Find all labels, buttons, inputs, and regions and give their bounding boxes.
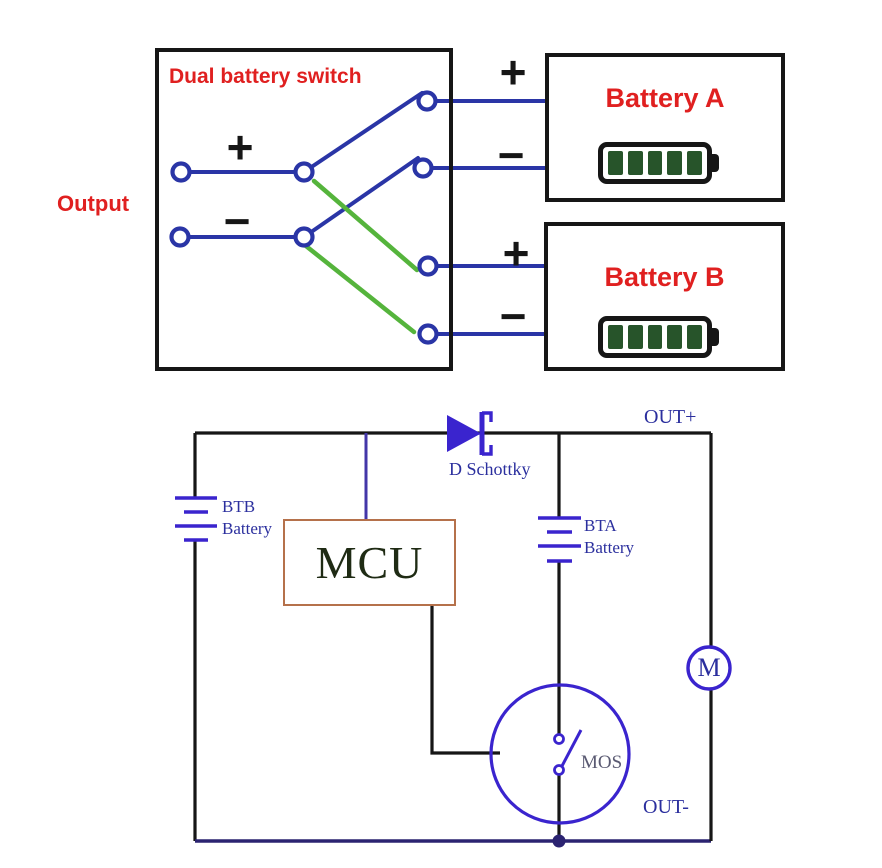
motor-circle: [686, 645, 732, 691]
battery-a-level-icon: [598, 142, 719, 184]
output-plus-terminal: [170, 161, 192, 183]
contact-battery-a-plus: [416, 90, 438, 112]
switch-blade-plus-a: [302, 91, 424, 174]
battery-a-minus-sign: −: [497, 129, 525, 181]
switch-path-plus-b: [311, 178, 420, 273]
battery-nub: [710, 154, 719, 172]
mos-contact-upper: [553, 733, 565, 745]
battery-a-label: Battery A: [605, 83, 725, 113]
battery-nub: [710, 328, 719, 346]
contact-battery-a-minus: [412, 157, 434, 179]
btb-type-label: Battery: [222, 519, 273, 538]
mos-label: MOS: [581, 752, 623, 773]
bta-battery-symbol: [538, 516, 581, 563]
mcu-label: MCU: [315, 537, 424, 588]
schematic-wires: [193, 431, 713, 843]
switch-path-minus-b: [303, 243, 417, 335]
junction-dot: [552, 834, 566, 848]
schottky-diode-icon: [447, 411, 493, 456]
battery-b-plus-sign: +: [502, 227, 530, 279]
output-plus-sign: +: [226, 121, 254, 173]
battery-b-minus-sign: −: [499, 290, 527, 342]
btb-battery-symbol: [175, 496, 217, 542]
switch-blade-minus-a: [302, 156, 420, 239]
motor-label: M: [697, 653, 721, 682]
switch-pivot-minus: [293, 226, 315, 248]
mcu-gate-wire: [430, 606, 500, 755]
switch-title: Dual battery switch: [169, 65, 362, 88]
bta-type-label: Battery: [584, 538, 635, 557]
contact-battery-b-minus: [417, 323, 439, 345]
dual-battery-switch-box: [155, 48, 453, 371]
schottky-label: D Schottky: [449, 459, 531, 479]
battery-b-level-icon: [598, 316, 719, 358]
switch-wires: [185, 91, 548, 336]
btb-name-label: BTB: [222, 497, 256, 516]
mos-contact-lower: [553, 764, 565, 776]
output-label: Output: [57, 191, 130, 216]
out-plus-label: OUT+: [644, 406, 697, 428]
contact-battery-b-plus: [417, 255, 439, 277]
switch-terminals: [169, 90, 439, 345]
mcu-box: MCU: [283, 519, 456, 606]
battery-b-label: Battery B: [604, 262, 725, 292]
output-minus-terminal: [169, 226, 191, 248]
mos-switch-icon: [489, 683, 631, 825]
battery-a-plus-sign: +: [499, 46, 527, 98]
out-minus-label: OUT-: [643, 796, 689, 818]
mos-blade: [560, 729, 583, 767]
bta-name-label: BTA: [584, 516, 617, 535]
mos-circle: [489, 683, 631, 825]
output-minus-sign: −: [223, 195, 251, 247]
switch-pivot-plus: [293, 161, 315, 183]
